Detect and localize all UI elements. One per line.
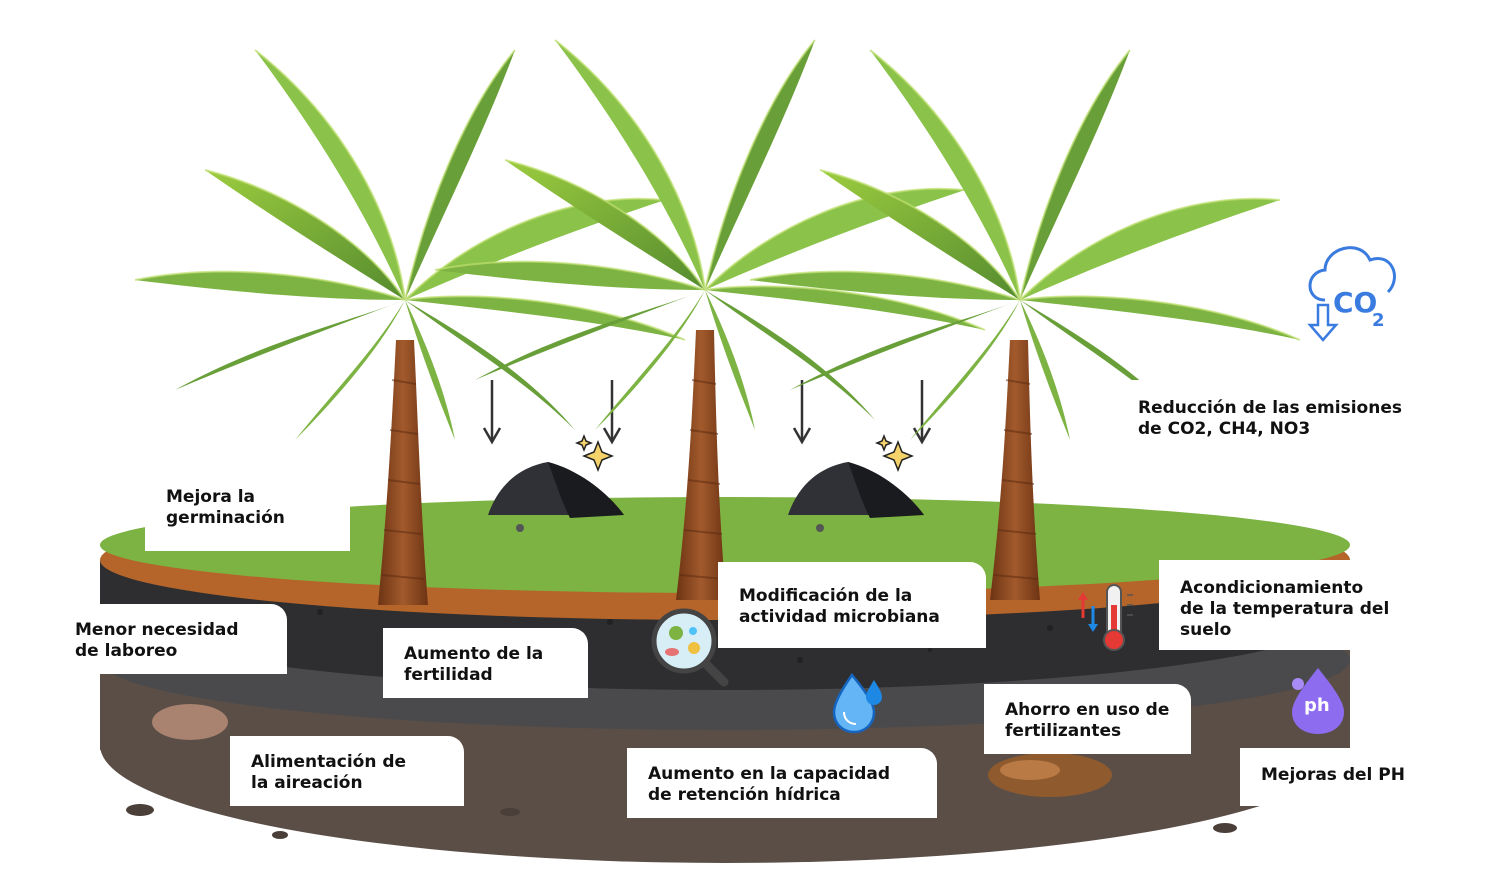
label-mejoras-ph: Mejoras del PH bbox=[1240, 748, 1435, 806]
thermometer-icon bbox=[1078, 584, 1133, 651]
palm-tree bbox=[134, 49, 686, 605]
label-menor-laboreo: Menor necesidad de laboreo bbox=[54, 604, 287, 674]
palm-tree bbox=[749, 49, 1301, 600]
ph-drop-icon: ph bbox=[1292, 668, 1344, 734]
microbe-magnifier-icon bbox=[651, 608, 729, 687]
svg-text:2: 2 bbox=[1372, 310, 1385, 331]
palm-tree bbox=[434, 39, 986, 600]
water-drop-icon bbox=[832, 672, 882, 734]
stone bbox=[152, 704, 228, 740]
svg-text:CO: CO bbox=[1333, 286, 1377, 319]
co2-cloud-icon: CO 2 bbox=[1307, 246, 1396, 342]
compost-pile bbox=[788, 462, 924, 532]
svg-text:ph: ph bbox=[1304, 695, 1330, 716]
label-actividad-microbiana: Modificación de la actividad microbiana bbox=[718, 562, 986, 648]
sparkle-icon bbox=[574, 433, 615, 473]
label-aumento-fertilidad: Aumento de la fertilidad bbox=[383, 628, 588, 698]
label-ahorro-fertilizantes: Ahorro en uso de fertilizantes bbox=[984, 684, 1191, 754]
sparkle-icon bbox=[874, 433, 915, 473]
label-alimentacion-aireacion: Alimentación de la aireación bbox=[230, 736, 464, 806]
compost-pile bbox=[488, 462, 624, 532]
label-retencion-hidrica: Aumento en la capacidad de retención híd… bbox=[627, 748, 937, 818]
label-reduccion-emisiones: Reducción de las emisiones de CO2, CH4, … bbox=[1117, 380, 1437, 452]
label-temperatura-suelo: Acondicionamiento de la temperatura del … bbox=[1159, 560, 1421, 650]
label-mejora-germinacion: Mejora la germinación bbox=[145, 471, 350, 551]
